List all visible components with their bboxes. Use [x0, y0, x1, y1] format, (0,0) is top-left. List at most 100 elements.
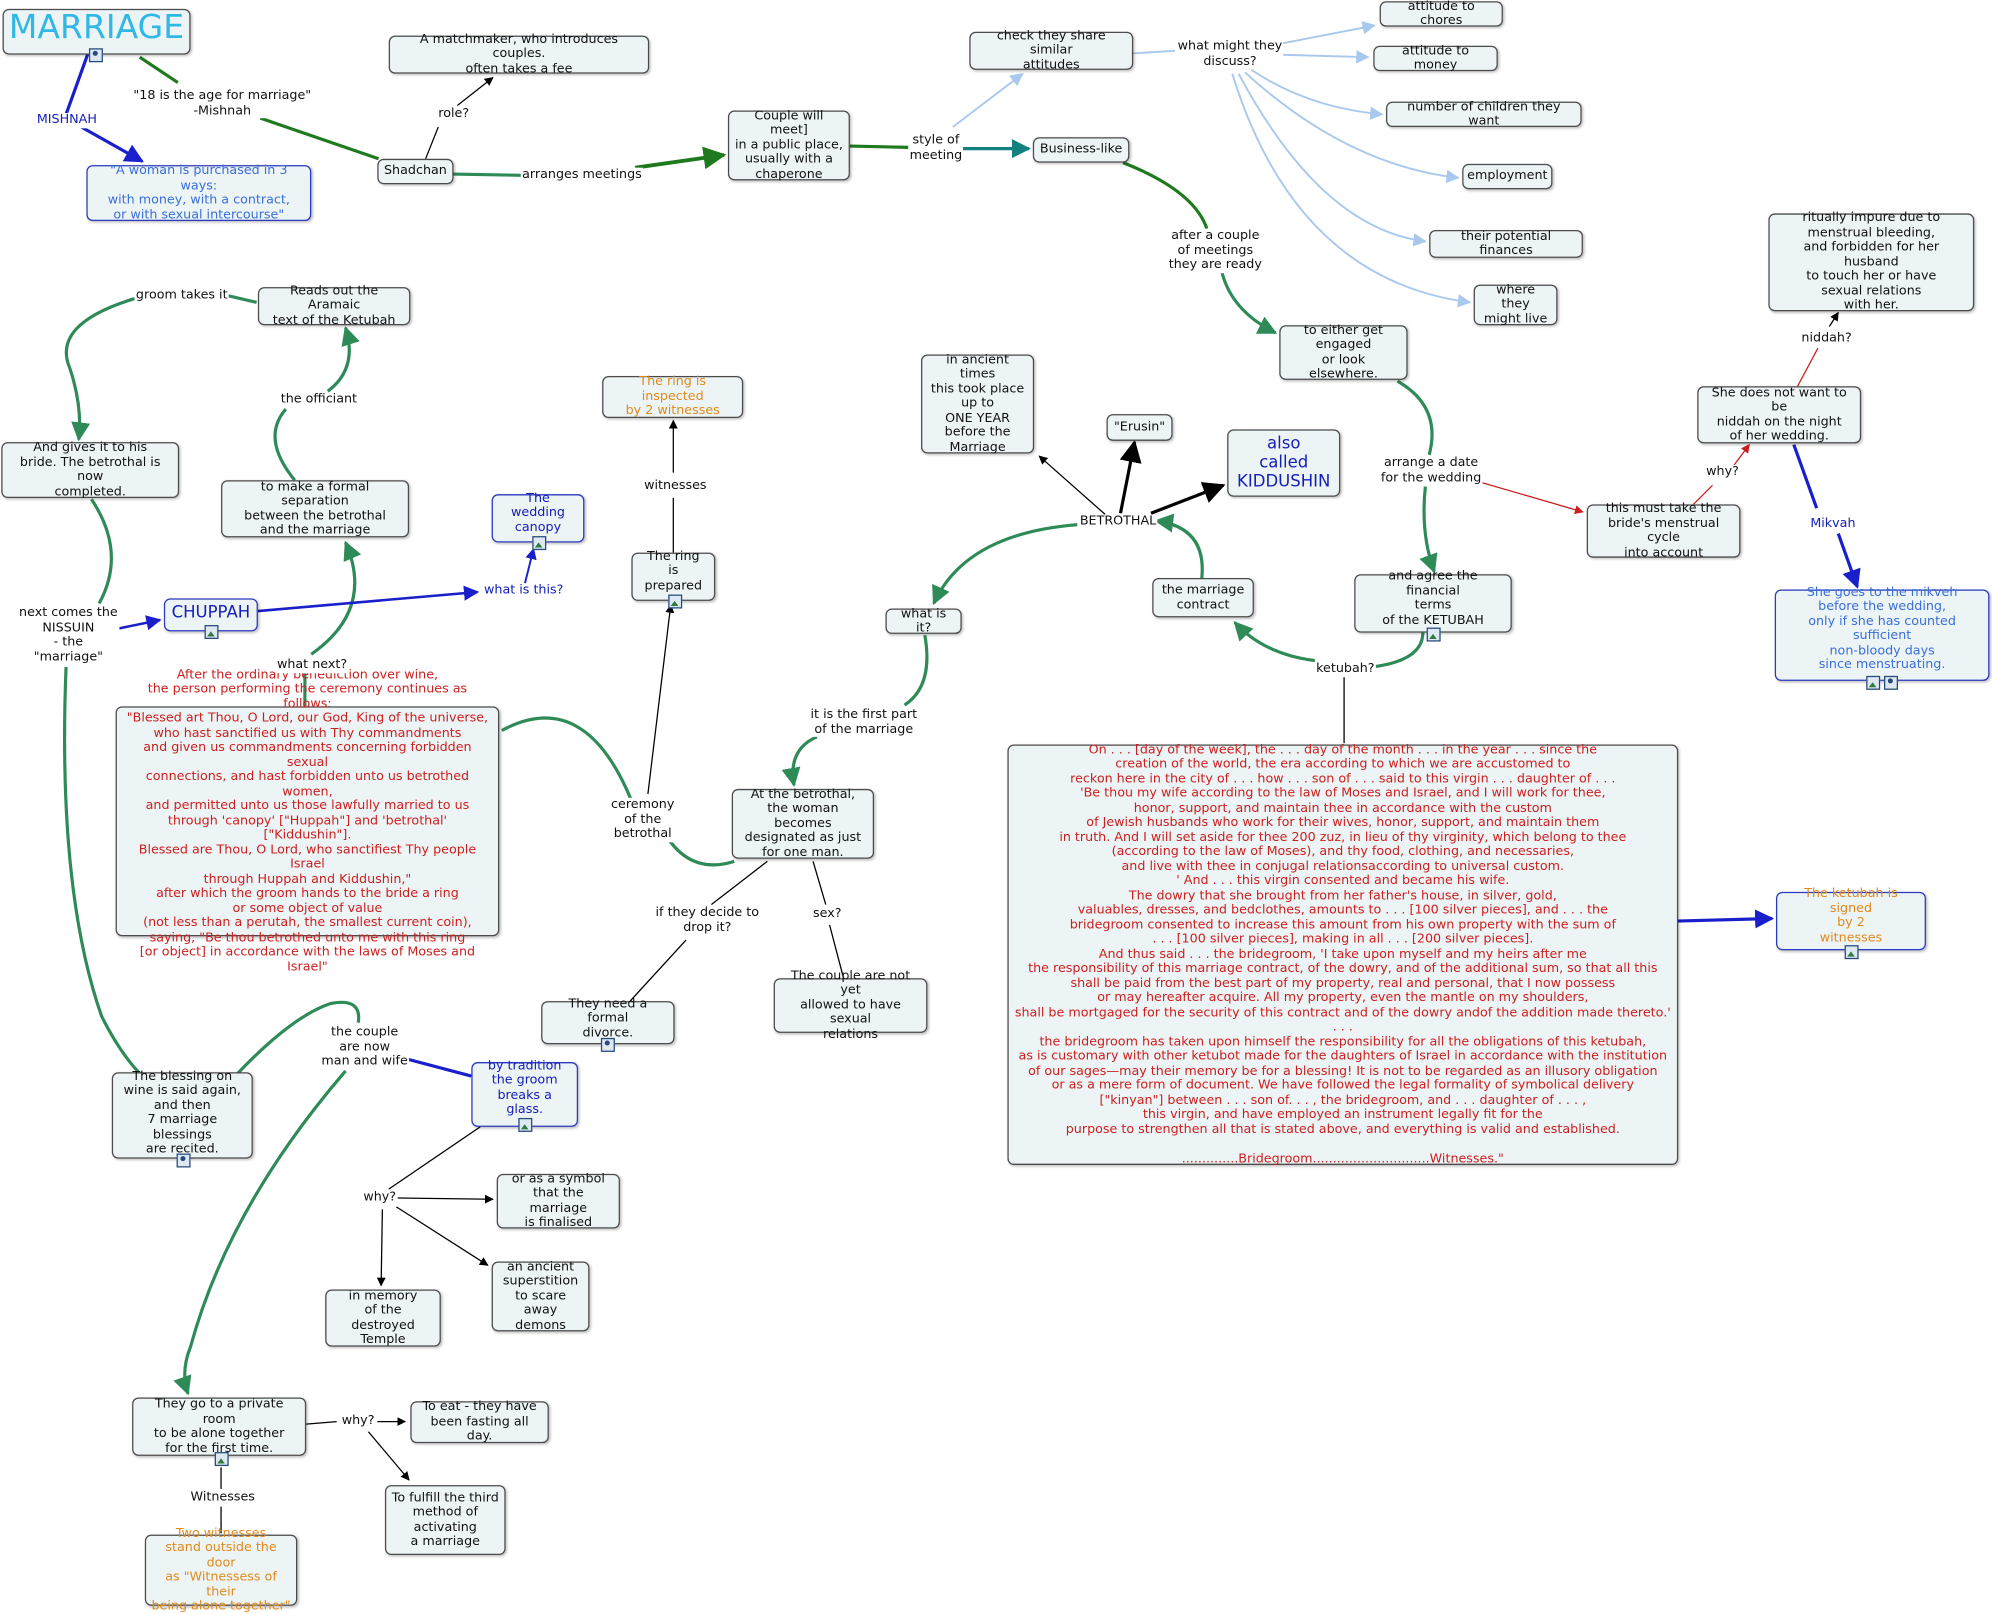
- employment-node[interactable]: employment: [1462, 163, 1553, 190]
- age-18-label: "18 is the age for marriage" -Mishnah: [132, 88, 313, 119]
- link-line: [326, 325, 360, 393]
- link-line: [403, 1056, 472, 1078]
- niddah-night-node[interactable]: She does not want to be niddah on the ni…: [1697, 386, 1862, 444]
- link-line: [1473, 479, 1584, 515]
- people-icon[interactable]: [600, 1037, 615, 1052]
- next-comes-label: next comes the NISSUIN - the "marriage": [17, 605, 119, 665]
- witnesses-label: Witnesses: [189, 1490, 257, 1505]
- kiddushin-node[interactable]: also called KIDDUSHIN: [1227, 429, 1341, 497]
- image-icon[interactable]: [518, 1117, 533, 1132]
- node-text: At the betrothal, the woman becomes desi…: [744, 787, 862, 860]
- link-line: [501, 716, 633, 801]
- image-icon[interactable]: [668, 594, 683, 609]
- ring-inspected-node[interactable]: The ring is inspected by 2 witnesses: [602, 375, 744, 418]
- link-line: [849, 144, 909, 149]
- gives-bride-node[interactable]: And gives it to his bride. The betrothal…: [1, 441, 180, 499]
- attitude-chores-node[interactable]: attitude to chores: [1379, 0, 1503, 28]
- not-allowed-node[interactable]: The couple are not yet allowed to have s…: [773, 969, 928, 1041]
- link-line: [273, 408, 296, 482]
- node-text: what is it?: [900, 606, 947, 636]
- image-icon[interactable]: [1844, 945, 1859, 960]
- ancient-times-node[interactable]: in ancient times this took place up to O…: [921, 353, 1035, 454]
- check-share-node[interactable]: check they share similar attitudes: [969, 29, 1134, 72]
- link-line: [952, 72, 1024, 128]
- node-text: in memory of the destroyed Temple: [348, 1288, 418, 1347]
- node-text: attitude to money: [1402, 43, 1470, 73]
- link-line: [223, 293, 257, 304]
- link-line: [173, 1069, 347, 1396]
- business-like-node[interactable]: Business-like: [1032, 137, 1130, 163]
- image-icon[interactable]: [214, 1452, 229, 1467]
- link-line: [1733, 443, 1750, 466]
- couple-meet-node[interactable]: Couple will meet] in a public place, usu…: [727, 109, 850, 181]
- formal-separation-node[interactable]: to make a formal separation between the …: [221, 479, 410, 538]
- node-text: where they might live: [1483, 282, 1548, 327]
- ritually-impure-node[interactable]: ritually impure due to menstrual bleedin…: [1768, 211, 1975, 313]
- mikvah-label: Mikvah: [1809, 517, 1857, 532]
- why-label: why?: [1704, 464, 1741, 480]
- people-icon[interactable]: [176, 1153, 191, 1168]
- symbol-finalised-node[interactable]: or as a symbol that the marriage is fina…: [496, 1172, 620, 1230]
- third-method-node[interactable]: To fulfill the third method of activatin…: [384, 1485, 506, 1555]
- first-part-label: it is the first part of the marriage: [809, 707, 919, 737]
- purchased-node[interactable]: "A woman is purchased in 3 ways: with mo…: [86, 164, 312, 222]
- private-room-node[interactable]: They go to a private room to be alone to…: [132, 1397, 307, 1456]
- attitude-money-node[interactable]: attitude to money: [1373, 43, 1498, 73]
- node-text: ritually impure due to menstrual bleedin…: [1802, 211, 1941, 313]
- number-children-node[interactable]: number of children they want: [1386, 100, 1582, 128]
- link-line: [1276, 50, 1370, 64]
- where-live-node[interactable]: where they might live: [1473, 282, 1558, 327]
- link-line: [781, 735, 818, 787]
- marriage-contract-node[interactable]: the marriage contract: [1152, 578, 1254, 618]
- node-text: "Erusin": [1113, 420, 1166, 435]
- two-witnesses-node[interactable]: Two witnesses stand outside the door as …: [144, 1526, 298, 1613]
- financial-terms-node[interactable]: and agree the financial terms of the KET…: [1354, 569, 1512, 633]
- people-icon[interactable]: [1884, 675, 1898, 690]
- benediction-node[interactable]: After the ordinary benediction over wine…: [115, 668, 500, 974]
- erusin-node[interactable]: "Erusin": [1106, 414, 1173, 441]
- wedding-canopy-node[interactable]: The wedding canopy: [491, 491, 585, 543]
- to-eat-node[interactable]: To eat - they have been fasting all day.: [410, 1400, 549, 1443]
- what-is-it-node[interactable]: what is it?: [885, 606, 962, 636]
- node-text: attitude to chores: [1407, 0, 1475, 28]
- link-line: [388, 1126, 481, 1190]
- link-line: [828, 924, 845, 979]
- menstrual-cycle-node[interactable]: this must take the bride's menstrual cyc…: [1586, 502, 1741, 560]
- node-text: To fulfill the third method of activatin…: [391, 1490, 499, 1549]
- image-icon[interactable]: [1866, 675, 1881, 690]
- link-line: [310, 540, 362, 656]
- superstition-node[interactable]: an ancient superstition to scare away de…: [491, 1259, 590, 1333]
- node-text: an ancient superstition to scare away de…: [502, 1259, 579, 1333]
- blessing-wine-node[interactable]: The blessing on wine is said again, and …: [111, 1069, 253, 1159]
- matchmaker-node[interactable]: A matchmaker, who introduces couples. of…: [388, 32, 650, 76]
- link-line: [396, 1206, 489, 1266]
- reads-aramaic-node[interactable]: Reads out the Aramaic text of the Ketuba…: [257, 284, 411, 327]
- at-betrothal-node[interactable]: At the betrothal, the woman becomes desi…: [731, 787, 875, 860]
- mikveh-node[interactable]: She goes to the mikveh before the weddin…: [1774, 585, 1990, 681]
- link-line: [456, 76, 494, 106]
- shadchan-node[interactable]: Shadchan: [377, 158, 454, 185]
- if-drop-label: if they decide to drop it?: [654, 905, 761, 936]
- link-line: [629, 939, 687, 1002]
- groom-takes-label: groom takes it: [134, 288, 229, 303]
- image-icon[interactable]: [204, 625, 219, 640]
- ketubah-text-node[interactable]: On . . . [day of the week], the . . . da…: [1007, 742, 1679, 1166]
- get-engaged-node[interactable]: to either get engaged or look elsewhere.: [1279, 323, 1408, 381]
- memory-temple-node[interactable]: in memory of the destroyed Temple: [325, 1288, 441, 1347]
- image-icon[interactable]: [532, 536, 547, 551]
- node-text: to make a formal separation between the …: [244, 479, 386, 538]
- link-line: [1133, 49, 1176, 55]
- link-line: [259, 116, 380, 161]
- node-text: On . . . [day of the week], the . . . da…: [1014, 742, 1671, 1166]
- people-icon[interactable]: [88, 48, 103, 63]
- title-node[interactable]: MARRIAGE: [2, 8, 191, 55]
- ketubah-signed-node[interactable]: The ketubah is signed by 2 witnesses: [1776, 887, 1926, 951]
- link-line: [257, 585, 480, 613]
- image-icon[interactable]: [1426, 627, 1441, 642]
- link-line: [1220, 272, 1278, 335]
- ring-prepared-node[interactable]: The ring is prepared: [631, 550, 716, 601]
- potential-finances-node[interactable]: their potential finances: [1429, 229, 1583, 258]
- node-text: A matchmaker, who introduces couples. of…: [419, 32, 619, 76]
- link-line: [647, 603, 675, 795]
